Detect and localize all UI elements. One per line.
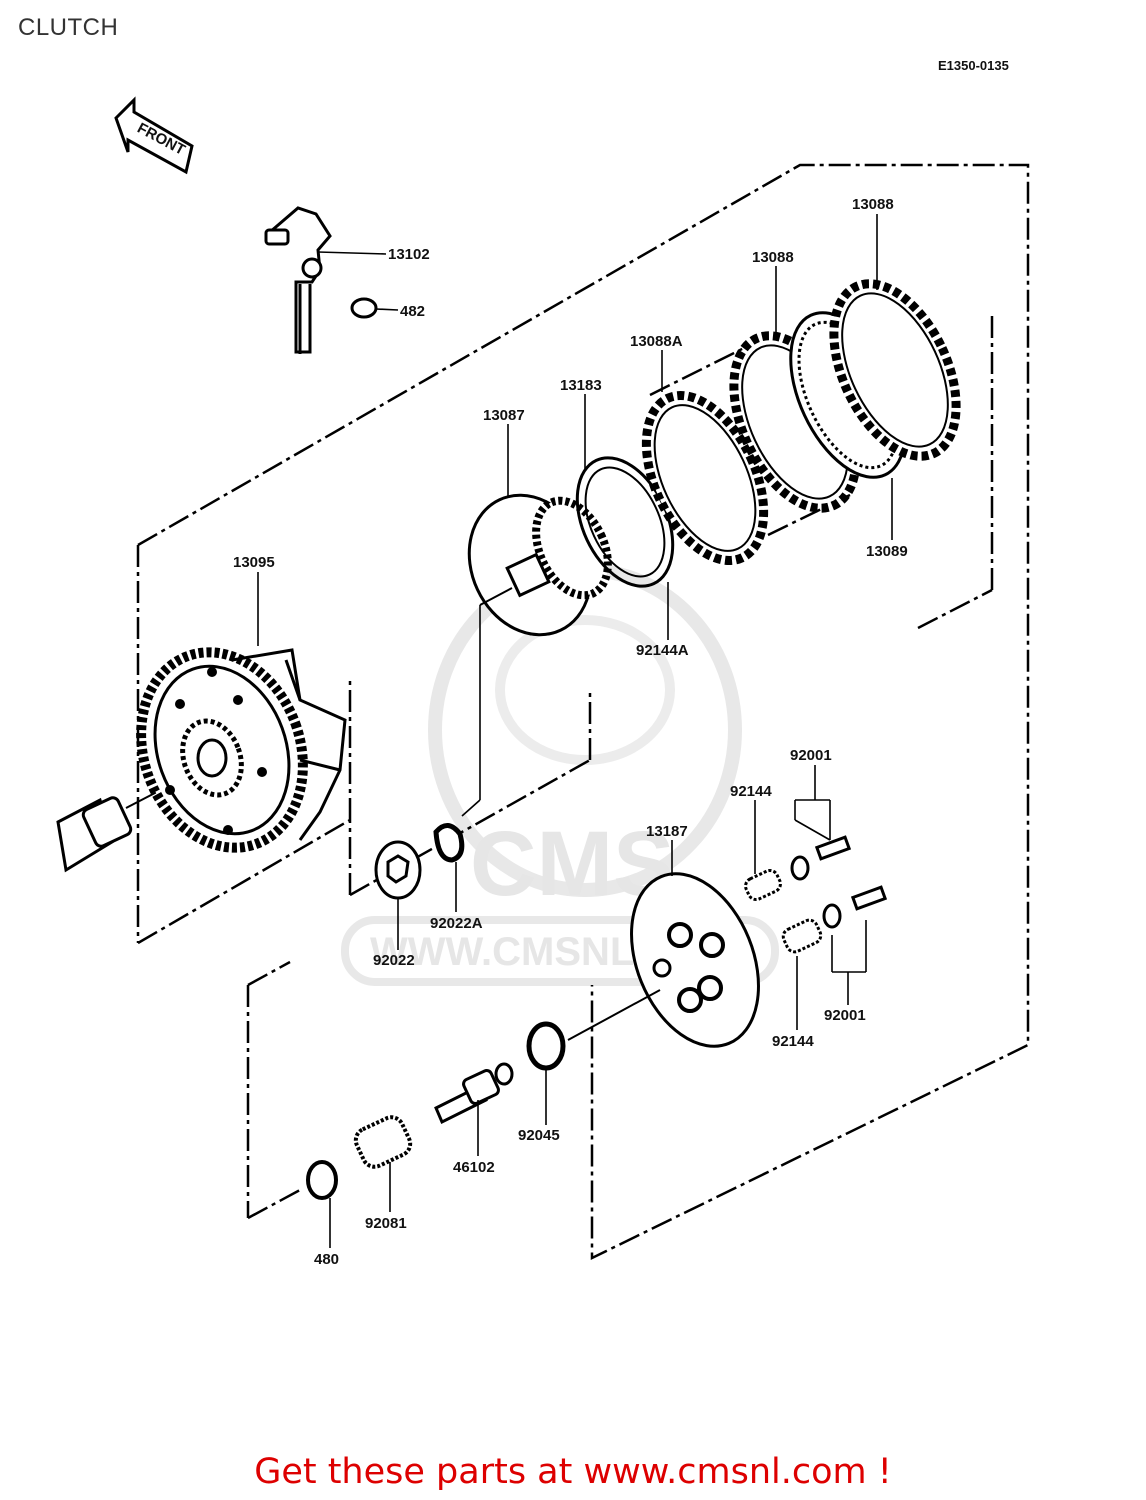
clutch-release-lever xyxy=(264,206,332,354)
part-label-482: 482 xyxy=(400,303,425,320)
part-label-13089: 13089 xyxy=(866,543,908,560)
part-label-13183: 13183 xyxy=(560,377,602,394)
circlip-icon xyxy=(306,1160,338,1200)
clutch-housing xyxy=(136,647,347,853)
part-label-92022: 92022 xyxy=(373,952,415,969)
part-labels: 13102 482 13088 13088 13088A 13183 13087… xyxy=(233,196,908,1268)
part-label-92022A: 92022A xyxy=(430,915,483,932)
diagram-code: E1350-0135 xyxy=(938,58,1009,73)
part-label-13088-top: 13088 xyxy=(852,196,894,213)
tab-washer-92022A xyxy=(433,823,465,863)
part-label-92144A: 92144A xyxy=(636,642,689,659)
footer-cta-link[interactable]: Get these parts at www.cmsnl.com ! xyxy=(254,1452,892,1492)
part-label-480: 480 xyxy=(314,1251,339,1268)
spring-92081-icon xyxy=(353,1115,413,1169)
part-label-13088-mid: 13088 xyxy=(752,249,794,266)
front-arrow-icon: FRONT xyxy=(114,96,194,175)
part-label-13095: 13095 xyxy=(233,554,275,571)
part-label-92001-bot: 92001 xyxy=(824,1007,866,1024)
part-label-13088A: 13088A xyxy=(630,333,683,350)
part-label-92144-bot: 92144 xyxy=(772,1033,814,1050)
input-shaft xyxy=(56,796,133,873)
part-label-92144-top: 92144 xyxy=(730,783,772,800)
part-label-13102: 13102 xyxy=(388,246,430,263)
part-label-46102: 46102 xyxy=(453,1159,495,1176)
part-label-92081: 92081 xyxy=(365,1215,407,1232)
clutch-hub xyxy=(467,493,612,637)
friction-plates xyxy=(641,279,961,566)
part-label-92045: 92045 xyxy=(518,1127,560,1144)
page-title: CLUTCH xyxy=(18,14,119,41)
clutch-springs xyxy=(744,835,888,954)
bearing-icon xyxy=(526,1021,566,1071)
pressure-plate xyxy=(630,872,760,1048)
part-label-92001-top: 92001 xyxy=(790,747,832,764)
push-rod xyxy=(434,1062,514,1125)
lock-washer-92022 xyxy=(374,840,422,900)
part-label-13187: 13187 xyxy=(646,823,688,840)
part-label-13087: 13087 xyxy=(483,407,525,424)
nut-482-icon xyxy=(350,297,378,319)
leader-lines xyxy=(257,214,893,1248)
